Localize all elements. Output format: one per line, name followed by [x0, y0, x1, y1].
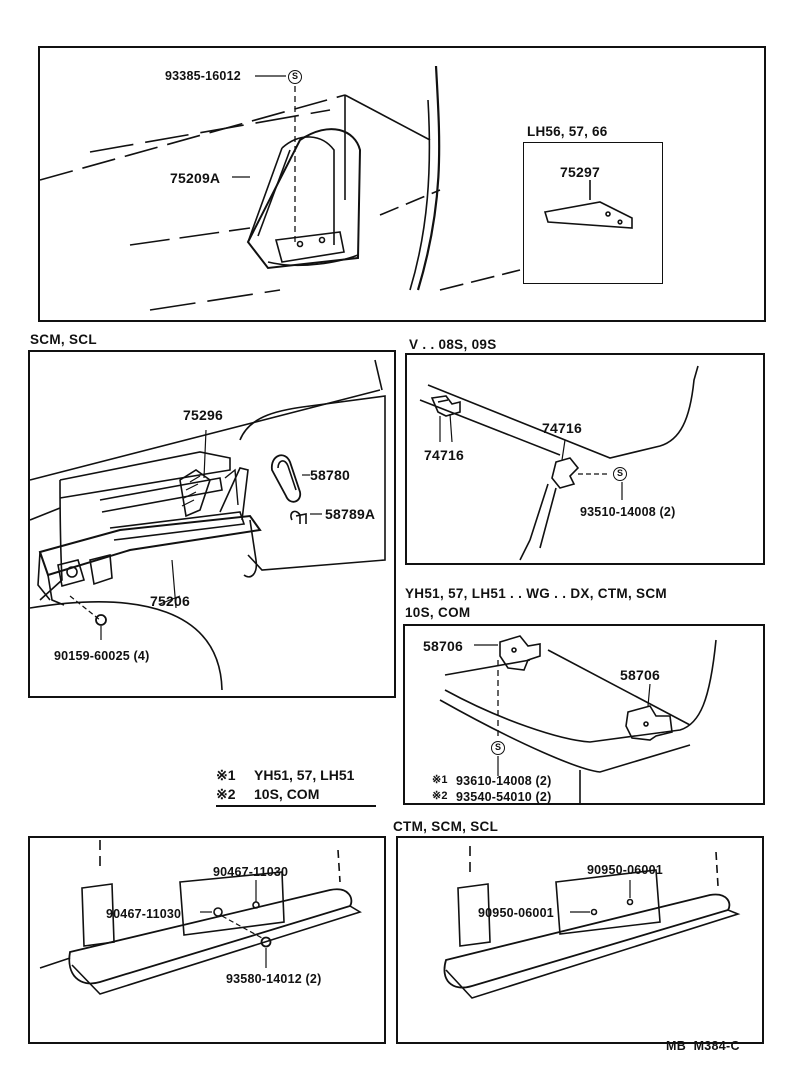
callout-58789A: 58789A [325, 506, 376, 522]
callout-90159-60025: 90159-60025 (4) [54, 649, 150, 663]
lh56-inset [523, 142, 663, 284]
special-bolt-symbol-v: S [613, 467, 627, 481]
callout-58706-top: 58706 [423, 638, 463, 654]
special-bolt-symbol-yh: S [491, 741, 505, 755]
callout-74716-right: 74716 [542, 420, 582, 436]
callout-90950-06001-top: 90950-06001 [587, 863, 663, 877]
callout-74716-left: 74716 [424, 447, 464, 463]
bottom-left-panel [28, 836, 386, 1044]
callout-93610-14008: 93610-14008 (2) [456, 774, 552, 788]
note-text-1: YH51, 57, LH51 [254, 767, 355, 783]
callout-93510-14008: 93510-14008 (2) [580, 505, 676, 519]
yh-panel [403, 624, 765, 805]
bottom-right-header: CTM, SCM, SCL [393, 819, 499, 834]
callout-93540-54010: 93540-54010 (2) [456, 790, 552, 804]
callout-90467-11030-top: 90467-11030 [213, 865, 289, 879]
note-text-2: 10S, COM [254, 786, 320, 802]
callout-75296: 75296 [183, 407, 223, 423]
callout-75209A: 75209A [170, 170, 221, 186]
lh56-inset-header: LH56, 57, 66 [527, 124, 608, 139]
callout-90950-06001-left: 90950-06001 [478, 906, 554, 920]
scm-panel [28, 350, 396, 698]
scm-panel-header: SCM, SCL [30, 332, 97, 347]
note-mark-1: ※1 [216, 767, 236, 783]
yh-note-mark-2: ※2 [432, 790, 448, 802]
yh-panel-header-line1: YH51, 57, LH51 . . WG . . DX, CTM, SCM [405, 586, 667, 601]
bottom-right-panel [396, 836, 764, 1044]
callout-58780: 58780 [310, 467, 350, 483]
callout-75206: 75206 [150, 593, 190, 609]
note-mark-2: ※2 [216, 786, 236, 802]
callout-58706-right: 58706 [620, 667, 660, 683]
special-bolt-symbol: S [288, 70, 302, 84]
callout-75297: 75297 [560, 164, 600, 180]
note-underline [216, 805, 376, 807]
diagram-code: MB M384-C [666, 1039, 740, 1053]
callout-90467-11030-left: 90467-11030 [106, 907, 182, 921]
callout-93385-16012: 93385-16012 [165, 69, 241, 83]
yh-note-mark-1: ※1 [432, 774, 448, 786]
v-panel [405, 353, 765, 565]
yh-panel-header-line2: 10S, COM [405, 605, 471, 620]
callout-93580-14012: 93580-14012 (2) [226, 972, 322, 986]
v-panel-header: V . . 08S, 09S [409, 337, 497, 352]
